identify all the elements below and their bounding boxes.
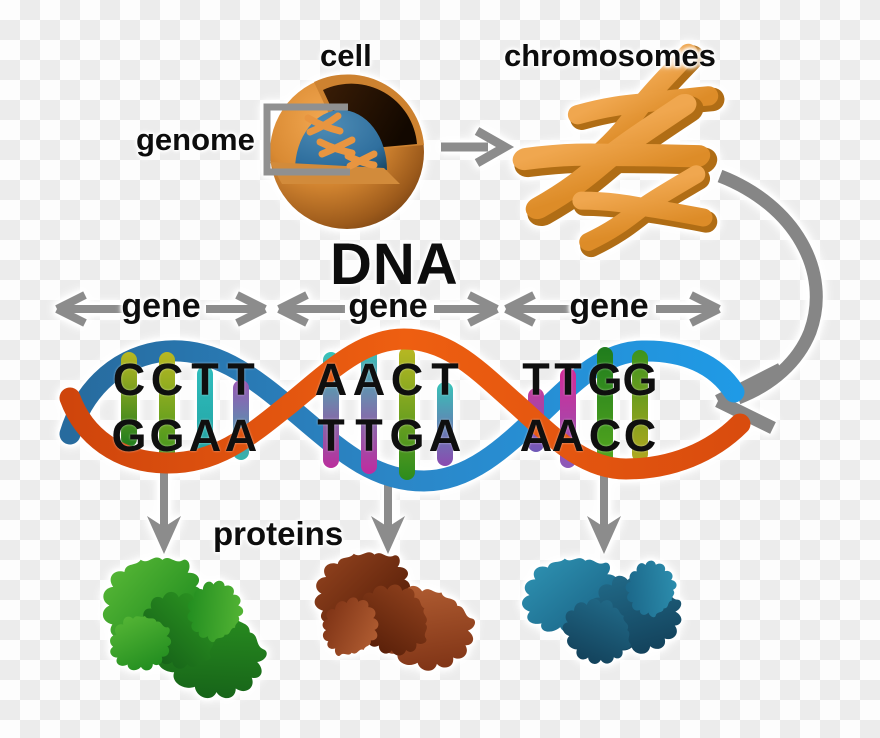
base-letter: G [587,354,623,405]
base-letter: T [227,354,255,405]
base-pair-rung [197,366,213,468]
base-letter: A [428,410,462,461]
gene-arrow-right-icon [656,291,721,327]
base-pair-rung [597,347,613,467]
gene-label-3: gene [569,287,649,325]
gene-arrow-left-icon [277,291,345,327]
strand-orange [59,328,751,480]
gene-label-1: gene [121,287,201,325]
gene-arrow-right-icon [434,291,499,327]
base-pair-rung [121,352,137,447]
base-letter: A [551,410,585,461]
right-arrow-icon [441,127,515,167]
down-arrow-icon [147,470,181,554]
base-letter: G [111,410,147,461]
protein-blob-brown [306,543,486,687]
base-letter: G [622,354,658,405]
cell-label: cell [320,38,372,73]
base-letter: A [188,410,222,461]
base-letter: G [149,410,185,461]
dna-helix [59,328,751,492]
gene-label-2: gene [348,287,428,325]
base-letter: A [224,410,258,461]
dna-label: DNA [330,232,459,297]
base-pair-rung [632,350,648,462]
gene-arrow-left-icon [55,291,123,327]
chromosome-cluster [522,53,715,247]
proteins-label: proteins [213,515,344,552]
mini-chromosomes [304,112,378,170]
gene-arrow-left-icon [504,291,570,327]
base-pair-rung [159,352,175,461]
base-pair-rung [437,382,453,466]
base-letter: A [519,410,553,461]
base-letter: C [588,410,622,461]
gene-arrow-right-icon [206,291,267,327]
base-letter: T [191,354,219,405]
base-letter: A [352,354,386,405]
base-letter: C [623,410,657,461]
base-pair-rung [361,347,377,474]
chromosomes-label: chromosomes [504,38,716,73]
base-letter: T [431,354,459,405]
cell-illustration [270,74,424,229]
genome-label: genome [136,122,255,157]
base-letter: C [390,354,424,405]
protein-blob-green [91,546,281,720]
base-letter: G [389,410,425,461]
base-letter: T [317,410,345,461]
base-letter: T [522,354,550,405]
base-letter: C [112,354,146,405]
base-letter: C [150,354,184,405]
down-arrows [147,470,621,554]
base-pair-rung [399,347,415,480]
base-letter: T [554,354,582,405]
genome-bracket-icon [263,103,350,176]
down-arrow-icon [371,470,405,554]
base-letter: T [355,410,383,461]
down-arrow-icon [587,470,621,554]
base-letter: A [314,354,348,405]
gene-extent-arrows [55,291,721,327]
protein-blob-teal [516,551,691,677]
